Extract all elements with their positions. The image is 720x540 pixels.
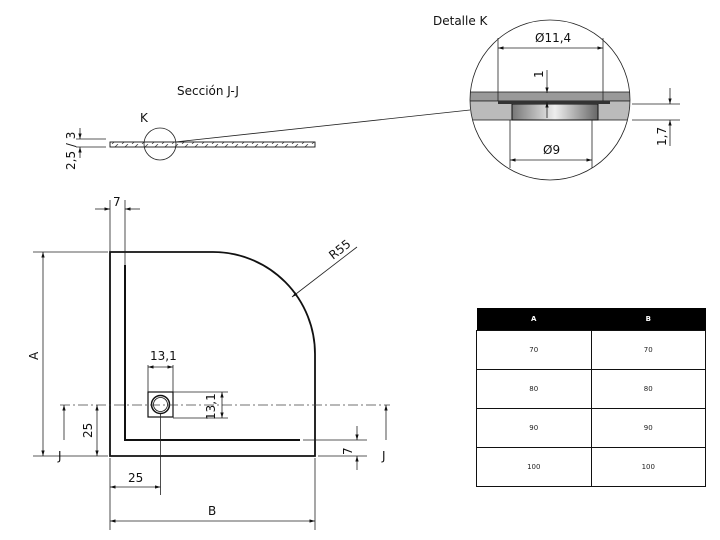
radius-label: R55 bbox=[326, 237, 353, 263]
dim-b-label: B bbox=[208, 504, 216, 518]
table-header-b: B bbox=[591, 308, 706, 331]
table-cell: 70 bbox=[590, 330, 706, 370]
section-profile bbox=[109, 141, 316, 148]
rim-width-label: 7 bbox=[113, 195, 121, 209]
table-cell: 90 bbox=[590, 408, 706, 448]
drain-offset-y-label: 25 bbox=[81, 423, 95, 438]
section-mark-right: J bbox=[381, 449, 386, 463]
inner-diameter-label: Ø9 bbox=[543, 143, 560, 157]
detail-title: Detalle K bbox=[433, 14, 489, 28]
table-cell: 100 bbox=[590, 447, 706, 487]
drain-icon bbox=[150, 394, 171, 415]
detail-circle-k bbox=[143, 127, 177, 161]
detail-leader bbox=[174, 109, 471, 143]
drain-width-label: 13,1 bbox=[150, 349, 177, 363]
section-view: Sección J-J K 2,5 / 3 bbox=[64, 84, 471, 170]
table-header-a: A bbox=[476, 308, 591, 331]
detail-marker: K bbox=[140, 111, 149, 125]
table-cell: 100 bbox=[476, 447, 592, 487]
outer-diameter-label: Ø11,4 bbox=[535, 31, 571, 45]
plan-view: 7 R55 A 25 J J 13,1 13,1 7 25 bbox=[27, 195, 390, 530]
depth-label: 1 bbox=[532, 70, 546, 78]
tray-inner-edge bbox=[124, 265, 300, 441]
tray-outline bbox=[109, 251, 316, 457]
bottom-rim-label: 7 bbox=[341, 447, 355, 455]
detail-outline bbox=[469, 19, 631, 181]
section-title: Sección J-J bbox=[177, 84, 239, 98]
drain-height-label: 13,1 bbox=[204, 393, 218, 420]
table-cell: 70 bbox=[476, 330, 592, 370]
section-mark-left: J bbox=[57, 449, 62, 463]
table-cell: 90 bbox=[476, 408, 592, 448]
table-cell: 80 bbox=[476, 369, 592, 409]
table-cell: 80 bbox=[590, 369, 706, 409]
dim-a-label: A bbox=[27, 351, 41, 360]
drain-offset-x-label: 25 bbox=[128, 471, 143, 485]
thickness-label: 2,5 / 3 bbox=[64, 132, 78, 170]
detail-view: Detalle K Ø11,4 1 Ø9 1,7 bbox=[433, 14, 680, 181]
height-label: 1,7 bbox=[655, 127, 669, 146]
